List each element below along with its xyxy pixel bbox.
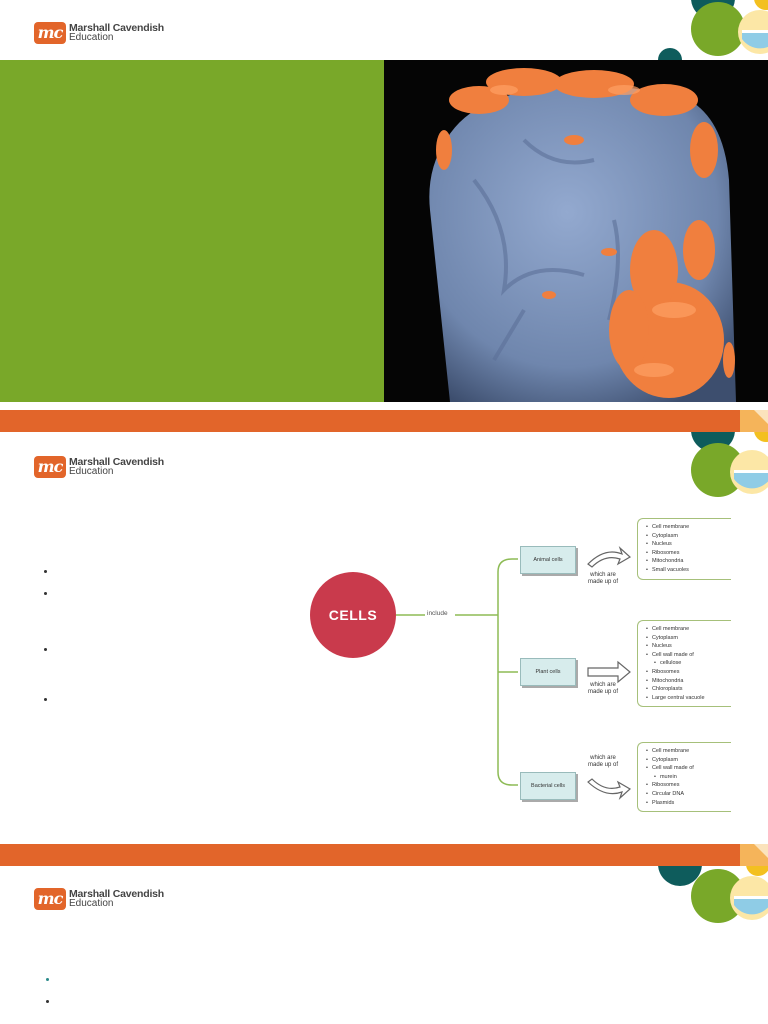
- logo-subname: Education: [69, 466, 114, 477]
- list-item: Cytoplasm: [646, 532, 729, 541]
- list-item: Circular DNA: [646, 790, 729, 799]
- logo-subname: Education: [69, 898, 114, 909]
- list-item: Nucleus: [646, 642, 729, 651]
- bullet-marker: [46, 978, 49, 981]
- plant-cells-box: Plant cells: [520, 658, 576, 686]
- list-item-continuation: murein: [646, 773, 729, 782]
- cells-node: CELLS: [310, 572, 396, 658]
- list-item: Nucleus: [646, 540, 729, 549]
- bullet-marker: [46, 1000, 49, 1003]
- list-item: [44, 570, 52, 578]
- bacterial-cells-list: Cell membrane Cytoplasm Cell wall made o…: [637, 742, 731, 813]
- list-item-continuation: cellulose: [646, 659, 729, 668]
- footer-bar: [0, 844, 768, 866]
- list-item: Large central vacuole: [646, 694, 729, 703]
- list-item: Cytoplasm: [646, 634, 729, 643]
- list-item: Ribosomes: [646, 781, 729, 790]
- decorative-circles-large: [691, 443, 768, 497]
- footer-bar: [0, 410, 768, 432]
- decorative-circles: [658, 866, 768, 923]
- plant-cells-list: Cell membrane Cytoplasm Nucleus Cell wal…: [637, 620, 731, 708]
- animal-cells-list: Cell membrane Cytoplasm Nucleus Ribosome…: [637, 518, 731, 580]
- concept-map-lines: [396, 546, 632, 800]
- list-item: Cytoplasm: [646, 756, 729, 765]
- list-item: Cell membrane: [646, 523, 729, 532]
- list-item: [44, 648, 52, 656]
- bacterial-cells-box: Bacterial cells: [520, 772, 576, 800]
- page-corner-icon: [740, 410, 768, 432]
- logo-mark: mc: [34, 22, 66, 44]
- connector-label: which are made up of: [587, 682, 619, 695]
- list-item: Mitochondria: [646, 677, 729, 686]
- list-item: Ribosomes: [646, 549, 729, 558]
- logo-name: Marshall Cavendish: [69, 888, 165, 900]
- connector-label: which are made up of: [587, 755, 619, 768]
- logo-subname: Education: [69, 32, 114, 43]
- brand-logo: mc Marshall Cavendish Education: [34, 456, 164, 478]
- list-item: Cell wall made of: [646, 651, 729, 660]
- logo-name: Marshall Cavendish: [69, 456, 165, 468]
- decorative-circles: [658, 0, 768, 60]
- page-corner-icon: [740, 844, 768, 866]
- list-item: Cell wall made of: [646, 764, 729, 773]
- list-item: Ribosomes: [646, 668, 729, 677]
- list-item: Mitochondria: [646, 557, 729, 566]
- slide-2: mc Marshall Cavendish Education: [0, 432, 768, 832]
- list-item: [44, 698, 52, 706]
- list-item: Cell membrane: [646, 747, 729, 756]
- connector-label: which are made up of: [587, 572, 619, 585]
- list-item: Plasmids: [646, 799, 729, 808]
- brand-logo: mc Marshall Cavendish Education: [34, 888, 164, 910]
- animal-cells-box: Animal cells: [520, 546, 576, 574]
- bacteria-micrograph: [384, 60, 768, 402]
- list-item: [44, 592, 52, 600]
- title-panel: [0, 60, 384, 402]
- list-item: Chloroplasts: [646, 685, 729, 694]
- logo-mark: mc: [34, 456, 66, 478]
- slide-1: mc Marshall Cavendish Education: [0, 0, 768, 410]
- logo-mark: mc: [34, 888, 66, 910]
- list-item: Cell membrane: [646, 625, 729, 634]
- brand-logo: mc Marshall Cavendish Education: [34, 22, 164, 44]
- slide-3: mc Marshall Cavendish Education: [0, 866, 768, 1024]
- list-item: Small vacuoles: [646, 566, 729, 575]
- logo-name: Marshall Cavendish: [69, 22, 165, 34]
- include-label: include: [427, 610, 448, 617]
